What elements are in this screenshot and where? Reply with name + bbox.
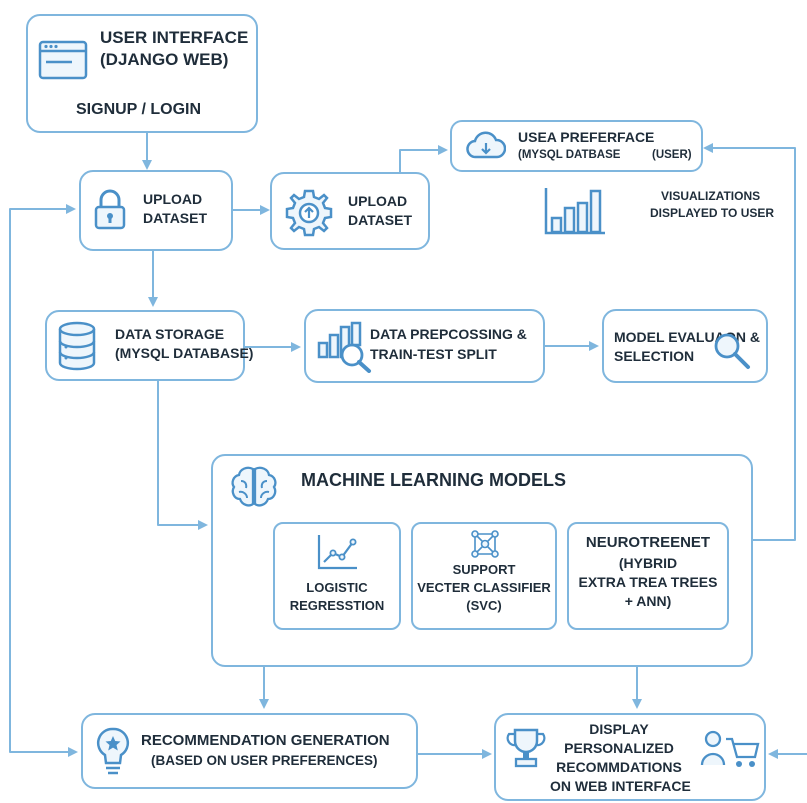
svc-label-1: SUPPORT [452,562,516,577]
network-node-icon [471,530,499,558]
user-preference-title: USEA PREFERFACE [518,129,655,145]
gear-upload-icon [285,189,333,237]
neurotreenet-node: NEUROTREENET (HYBRID EXTRA TREA TREES + … [567,522,729,630]
arrow-storage-to-ml [157,381,208,530]
magnifier-icon [714,333,750,369]
display-label-1: DISPLAY [589,721,649,737]
user-preference-user: (USER) [652,149,692,161]
brain-icon [231,466,277,507]
upload-dataset-node: UPLOAD DATASET [79,170,233,251]
user-interface-subtitle: (DJANGO WEB) [100,50,229,69]
visualizations-label-2: DISPLAYED TO USER [650,206,775,220]
arrow-ml-to-preference [703,143,796,541]
arrow-loop-to-recommendation [9,208,78,757]
upload-dataset-2-label-2: DATASET [348,212,413,228]
lightbulb-icon [96,727,130,775]
neurotreenet-label-4: + ANN) [624,593,672,609]
svc-label-2: VECTER CLASSIFIER [417,580,551,595]
visualizations-label-1: VISUALIZATIONS [661,189,761,203]
upload-dataset-2-node: UPLOAD DATASET [270,172,430,250]
data-storage-label-2: (MYSQL DATABASE) [115,345,254,361]
upload-dataset-2-label-1: UPLOAD [348,193,408,209]
bar-chart-icon [544,188,605,235]
recommendation-node: RECOMMENDATION GENERATION (BASED ON USER… [81,713,418,789]
signup-login-label: SIGNUP / LOGIN [76,101,202,118]
line-graph-icon [317,535,357,570]
user-preference-db: (MYSQL DATBASE [518,149,621,161]
upload-dataset-label-1: UPLOAD [143,191,203,207]
user-cart-icon [700,730,760,767]
trophy-icon [506,728,546,768]
recommendation-label-2: (BASED ON USER PREFERENCES) [151,753,378,768]
preprocessing-node: DATA PREPCOSSING & TRAIN-TEST SPLIT [304,309,545,383]
display-label-3: RECOMMDATIONS [556,759,682,775]
recommendation-label-1: RECOMMENDATION GENERATION [141,732,390,749]
browser-window-icon [38,40,88,80]
cloud-download-icon [466,131,506,159]
user-preference-node: USEA PREFERFACE (MYSQL DATBASE (USER) [450,120,703,172]
logistic-regression-node: LOGISTIC REGRESSTION [273,522,401,630]
upload-dataset-label-2: DATASET [143,210,208,226]
svc-label-3: (SVC) [466,598,502,613]
data-storage-node: DATA STORAGE (MYSQL DATABASE) [45,310,253,381]
neurotreenet-title: NEUROTREENET [585,534,711,551]
neurotreenet-label-2: (HYBRID [618,555,678,571]
user-interface-title: USER INTERFACE [100,28,249,47]
display-node: DISPLAY PERSONALIZED RECOMMDATIONS ON WE… [494,713,766,801]
data-storage-label-1: DATA STORAGE [115,326,225,342]
chart-magnifier-icon [317,321,371,373]
arrow-upload2-to-preference [399,145,448,172]
display-label-2: PERSONALIZED [564,740,674,756]
display-label-4: ON WEB INTERFACE [550,778,691,794]
neurotreenet-label-3: EXTRA TREA TREES [578,574,718,590]
database-icon [58,321,96,371]
user-interface-node: USER INTERFACE (DJANGO WEB) SIGNUP / LOG… [26,14,258,133]
model-evaluation-node: MODEL EVALUAΩN & SELECTION [602,309,768,383]
preprocessing-label-2: TRAIN-TEST SPLIT [370,346,497,362]
svc-node: SUPPORT VECTER CLASSIFIER (SVC) [411,522,557,630]
ml-models-node: MACHINE LEARNING MODELS LOGISTIC REGRESS… [211,454,753,667]
ml-models-title: MACHINE LEARNING MODELS [301,470,566,490]
logistic-label-2: REGRESSTION [289,598,385,613]
padlock-icon [94,189,126,230]
logistic-label-1: LOGISTIC [306,580,368,595]
model-evaluation-label-2: SELECTION [614,348,695,364]
preprocessing-label-1: DATA PREPCOSSING & [370,326,527,342]
